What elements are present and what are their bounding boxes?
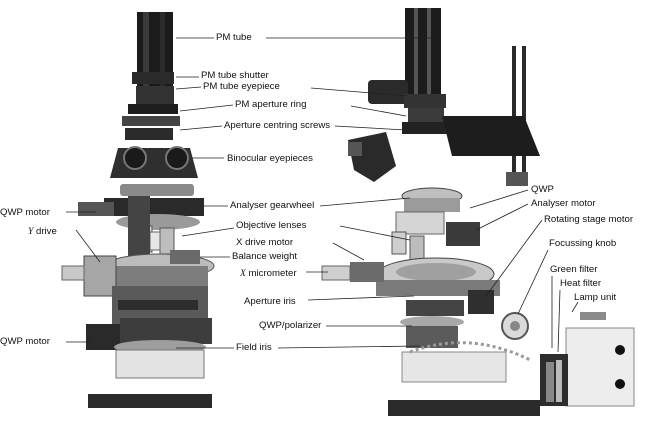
right-microscope [321,8,635,416]
loose-binocular-eyepieces [348,132,396,182]
label-lamp-unit: Lamp unit [574,292,617,303]
label-qwp-motor-bottom: QWP motor [0,336,50,347]
label-aperture-iris: Aperture iris [244,296,296,307]
label-rotating-stage-motor: Rotating stage motor [544,214,634,225]
left-microscope [61,12,215,408]
label-pm-aperture-ring: PM aperture ring [235,99,307,110]
left-base [88,394,212,408]
label-aperture-centring-screws: Aperture centring screws [224,120,331,131]
label-focussing-knob: Focussing knob [549,238,617,249]
right-analyser-motor [446,222,480,246]
label-x-micrometer-letter: X [240,268,246,279]
label-qwp-polarizer: QWP/polarizer [259,320,322,331]
label-x-micrometer: X micrometer [240,268,297,279]
label-objective-lenses: Objective lenses [236,220,307,231]
label-x-drive-motor: X drive motor [236,237,294,248]
label-heat-filter: Heat filter [560,278,602,289]
label-qwp: QWP [531,184,554,195]
label-analyser-gearwheel: Analyser gearwheel [230,200,315,211]
label-x-micrometer-word: micrometer [248,268,297,279]
label-qwp-motor-top: QWP motor [0,207,50,218]
label-analyser-motor: Analyser motor [531,198,596,209]
label-pm-tube-shutter: PM tube shutter [201,70,269,81]
left-analyser-gearwheel [104,198,204,216]
label-binocular-eyepieces: Binocular eyepieces [227,153,313,164]
label-pm-tube: PM tube [216,32,252,43]
lamp-unit [565,327,635,407]
right-pm-tube [405,8,441,94]
label-pm-tube-eyepiece: PM tube eyepiece [203,81,280,92]
leader-lines [66,37,579,353]
right-base [388,400,540,416]
label-balance-weight: Balance weight [232,251,298,262]
label-field-iris: Field iris [236,342,272,353]
label-y-drive: Y drive [28,226,57,237]
label-y-drive-word: drive [36,226,57,237]
label-y-drive-letter: Y [28,226,34,237]
label-green-filter: Green filter [550,264,598,275]
